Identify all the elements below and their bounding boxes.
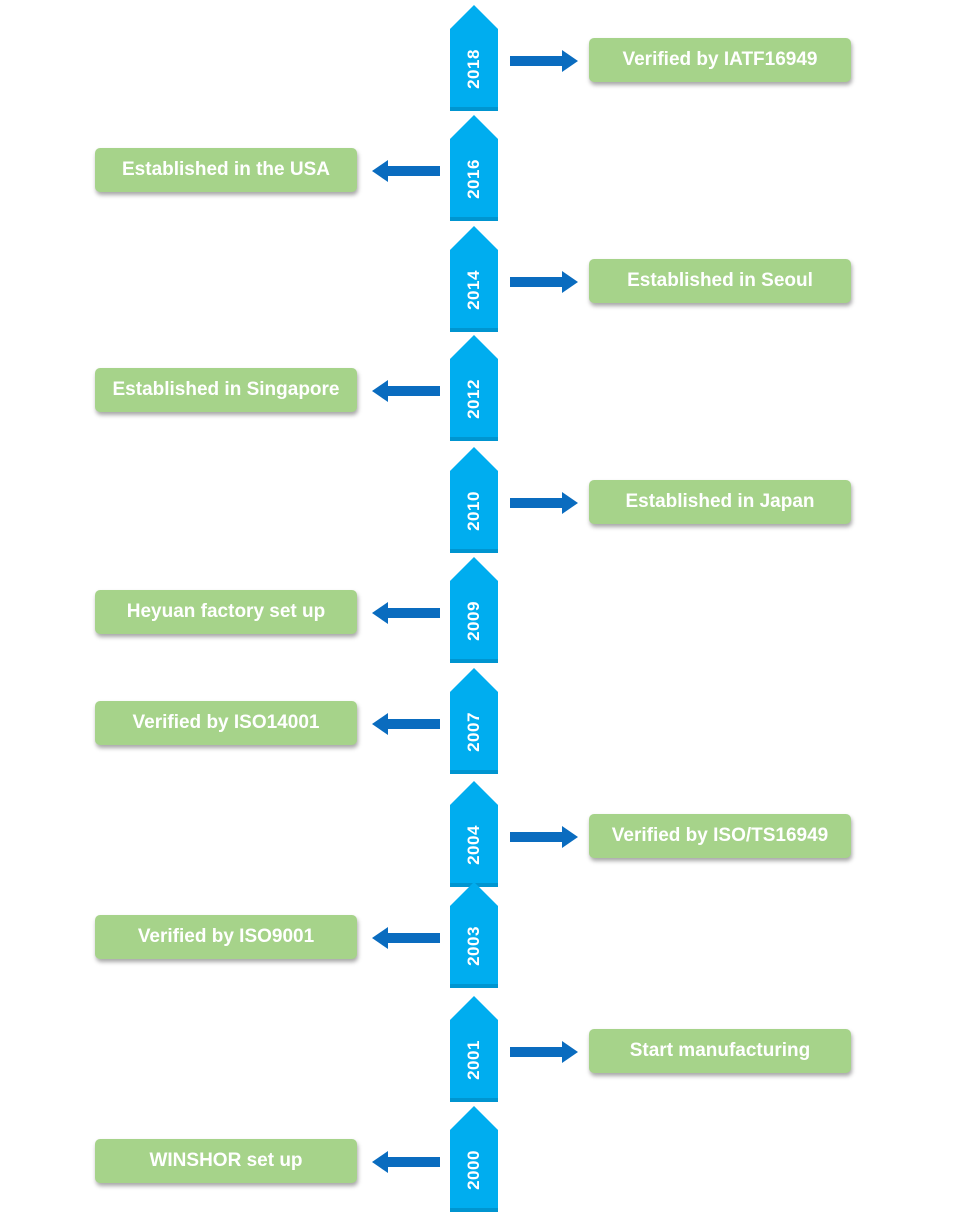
event-label: Verified by ISO9001 bbox=[137, 926, 315, 947]
event-label: Established in Singapore bbox=[112, 379, 340, 400]
arrow-left-icon bbox=[370, 927, 440, 949]
year-marker: 2003 bbox=[450, 882, 498, 988]
arrow-left-icon bbox=[370, 602, 440, 624]
arrow-left-icon bbox=[370, 160, 440, 182]
year-label: 2004 bbox=[464, 825, 483, 865]
arrow-right-icon bbox=[510, 826, 580, 848]
event-box: Established in the USA bbox=[95, 148, 357, 192]
event-box: Verified by ISO9001 bbox=[95, 915, 357, 959]
year-label: 2014 bbox=[464, 270, 483, 310]
arrow-left-icon bbox=[370, 1151, 440, 1173]
timeline-entry: 2009 Heyuan factory set up bbox=[0, 557, 960, 667]
event-label: Verified by ISO/TS16949 bbox=[611, 825, 829, 846]
year-marker: 2018 bbox=[450, 5, 498, 111]
event-box: Heyuan factory set up bbox=[95, 590, 357, 634]
event-label: Established in the USA bbox=[122, 159, 330, 180]
event-label: Heyuan factory set up bbox=[126, 601, 326, 622]
event-box: Verified by IATF16949 bbox=[589, 38, 851, 82]
timeline-entry: 2007 Verified by ISO14001 bbox=[0, 668, 960, 778]
year-label: 2012 bbox=[464, 379, 483, 419]
event-box: Established in Singapore bbox=[95, 368, 357, 412]
event-label: Established in Japan bbox=[625, 491, 815, 512]
event-label: Verified by IATF16949 bbox=[622, 49, 818, 70]
year-marker: 2000 bbox=[450, 1106, 498, 1212]
year-marker: 2004 bbox=[450, 781, 498, 887]
timeline-entry: 2004 Verified by ISO/TS16949 bbox=[0, 781, 960, 891]
year-label: 2007 bbox=[464, 712, 483, 752]
year-marker: 2009 bbox=[450, 557, 498, 663]
year-label: 2009 bbox=[464, 601, 483, 641]
timeline-entry: 2000 WINSHOR set up bbox=[0, 1106, 960, 1216]
arrow-right-icon bbox=[510, 271, 580, 293]
arrow-left-icon bbox=[370, 713, 440, 735]
event-label: Established in Seoul bbox=[627, 270, 813, 291]
timeline-entry: 2003 Verified by ISO9001 bbox=[0, 882, 960, 992]
event-box: Established in Seoul bbox=[589, 259, 851, 303]
year-marker: 2010 bbox=[450, 447, 498, 553]
arrow-right-icon bbox=[510, 492, 580, 514]
event-box: Verified by ISO/TS16949 bbox=[589, 814, 851, 858]
year-label: 2018 bbox=[464, 49, 483, 89]
event-box: Established in Japan bbox=[589, 480, 851, 524]
year-label: 2003 bbox=[464, 926, 483, 966]
event-box: WINSHOR set up bbox=[95, 1139, 357, 1183]
event-label: Start manufacturing bbox=[629, 1040, 811, 1061]
event-label: WINSHOR set up bbox=[149, 1150, 303, 1171]
year-marker: 2012 bbox=[450, 335, 498, 441]
event-box: Start manufacturing bbox=[589, 1029, 851, 1073]
timeline-entry: 2018 Verified by IATF16949 bbox=[0, 5, 960, 115]
year-label: 2016 bbox=[464, 159, 483, 199]
timeline-entry: 2010 Established in Japan bbox=[0, 447, 960, 557]
timeline-entry: 2016 Established in the USA bbox=[0, 115, 960, 225]
event-label: Verified by ISO14001 bbox=[132, 712, 320, 733]
timeline-entry: 2001 Start manufacturing bbox=[0, 996, 960, 1106]
timeline-entry: 2012 Established in Singapore bbox=[0, 335, 960, 445]
year-marker: 2016 bbox=[450, 115, 498, 221]
year-label: 2001 bbox=[464, 1040, 483, 1080]
year-label: 2010 bbox=[464, 491, 483, 531]
year-marker: 2001 bbox=[450, 996, 498, 1102]
arrow-right-icon bbox=[510, 1041, 580, 1063]
arrow-right-icon bbox=[510, 50, 580, 72]
arrow-left-icon bbox=[370, 380, 440, 402]
year-label: 2000 bbox=[464, 1150, 483, 1190]
timeline-entry: 2014 Established in Seoul bbox=[0, 226, 960, 336]
year-marker: 2014 bbox=[450, 226, 498, 332]
year-marker: 2007 bbox=[450, 668, 498, 774]
event-box: Verified by ISO14001 bbox=[95, 701, 357, 745]
